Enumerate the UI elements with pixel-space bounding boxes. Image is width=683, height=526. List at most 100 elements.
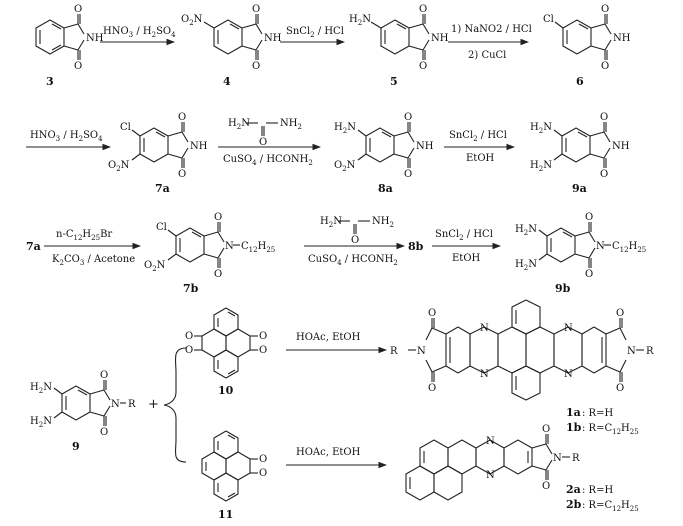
reagent-10: HOAc, EtOH xyxy=(296,332,361,343)
svg-text:O2N: O2N xyxy=(108,160,130,173)
svg-text:H2N: H2N xyxy=(515,224,537,237)
structure-6: O O NH Cl xyxy=(543,4,631,72)
svg-text:O: O xyxy=(601,4,609,15)
svg-text:N: N xyxy=(480,369,489,380)
reagent-3b: 2) CuCl xyxy=(468,50,506,61)
product-2a-label: 2a xyxy=(566,483,581,496)
svg-text:O: O xyxy=(428,308,436,319)
svg-text:R: R xyxy=(128,399,136,410)
reagent-5b: CuSO4 / HCONH2 xyxy=(223,154,313,167)
label-4: 4 xyxy=(223,75,231,88)
label-11: 11 xyxy=(218,508,233,521)
svg-text:O: O xyxy=(259,345,267,356)
svg-text:O: O xyxy=(419,4,427,15)
svg-text:NH2: NH2 xyxy=(372,216,394,229)
svg-text:O: O xyxy=(428,383,436,394)
svg-text:O: O xyxy=(252,4,260,15)
svg-text:H2N: H2N xyxy=(30,416,52,429)
svg-text:C12H25: C12H25 xyxy=(612,241,646,254)
reagent-6a: SnCl2 / HCl xyxy=(449,130,507,143)
structure-1: O O N R N N N N O O N xyxy=(390,299,654,401)
product-2b-label: 2b xyxy=(566,498,582,511)
svg-text:O2N: O2N xyxy=(181,14,203,27)
svg-text:NH: NH xyxy=(612,141,630,152)
svg-text:O: O xyxy=(214,212,222,223)
svg-text:O2N: O2N xyxy=(334,160,356,173)
structure-9b: O O N C12H25 H2N H2N xyxy=(515,212,646,280)
svg-text:R: R xyxy=(572,453,580,464)
svg-text:O: O xyxy=(404,169,412,180)
svg-text:O: O xyxy=(74,4,82,15)
svg-text:H2N: H2N xyxy=(228,118,250,131)
svg-text:H2N: H2N xyxy=(349,14,371,27)
svg-text:N: N xyxy=(111,399,120,410)
svg-text:N: N xyxy=(486,470,495,481)
svg-text:O: O xyxy=(214,269,222,280)
structure-7b: O O N C12H25 Cl O2N xyxy=(144,212,275,280)
svg-text:R: R xyxy=(646,346,654,357)
reagent-9b: EtOH xyxy=(452,253,481,264)
reagent-7b: K2CO3 / Acetone xyxy=(52,254,135,267)
label-8a: 8a xyxy=(378,182,393,195)
label-7a: 7a xyxy=(155,182,170,195)
svg-text:O: O xyxy=(601,61,609,72)
label-9b: 9b xyxy=(555,282,571,295)
label-10: 10 xyxy=(218,384,234,397)
svg-text:N: N xyxy=(564,323,573,334)
svg-text:N: N xyxy=(596,241,605,252)
svg-text:Cl: Cl xyxy=(543,14,554,25)
svg-text:O: O xyxy=(252,61,260,72)
structure-10: O O O O xyxy=(185,307,267,379)
label-3: 3 xyxy=(46,75,54,88)
reagent-7a: n-C12H25Br xyxy=(56,229,112,242)
reagent-4: HNO3 / H2SO4 xyxy=(30,130,103,143)
svg-text:O: O xyxy=(259,331,267,342)
product-1b-label: 1b xyxy=(566,421,582,434)
label-9a: 9a xyxy=(572,182,587,195)
svg-text:O: O xyxy=(178,112,186,123)
reagent-2: SnCl2 / HCl xyxy=(286,26,344,39)
intermediate-8b: 8b xyxy=(408,240,424,253)
svg-text:O: O xyxy=(351,235,359,246)
svg-text:O: O xyxy=(585,269,593,280)
svg-text:O: O xyxy=(542,481,550,492)
svg-text:O: O xyxy=(178,169,186,180)
label-5: 5 xyxy=(390,75,398,88)
svg-text:N: N xyxy=(417,346,426,357)
svg-text:H2N: H2N xyxy=(515,259,537,272)
svg-text:H2N: H2N xyxy=(530,160,552,173)
structure-4: O O NH O2N xyxy=(181,4,282,72)
svg-text:O: O xyxy=(419,61,427,72)
svg-text:Cl: Cl xyxy=(120,122,131,133)
product-1b-def: : R=C12H25 xyxy=(582,423,639,436)
svg-text:H2N: H2N xyxy=(30,382,52,395)
svg-text:O: O xyxy=(600,112,608,123)
svg-text:H2N: H2N xyxy=(530,122,552,135)
svg-text:C12H25: C12H25 xyxy=(241,241,275,254)
svg-text:NH: NH xyxy=(431,33,449,44)
structure-11: O O xyxy=(201,430,267,502)
structure-3: O O NH xyxy=(35,4,104,72)
svg-text:NH: NH xyxy=(264,33,282,44)
brace xyxy=(163,347,187,463)
start-7a: 7a xyxy=(26,240,41,253)
svg-text:N: N xyxy=(564,369,573,380)
structure-9a: O O NH H2N H2N xyxy=(530,112,630,180)
structure-7a: O O NH Cl O2N xyxy=(108,112,208,180)
product-2b-def: : R=C12H25 xyxy=(582,500,639,513)
reagent-6b: EtOH xyxy=(466,153,495,164)
svg-text:O: O xyxy=(404,112,412,123)
svg-text:O2N: O2N xyxy=(144,260,166,273)
reagent-11: HOAc, EtOH xyxy=(296,447,361,458)
svg-text:NH: NH xyxy=(190,141,208,152)
label-9: 9 xyxy=(72,440,80,453)
reagent-1: HNO3 / H2SO4 xyxy=(103,26,176,39)
svg-text:O: O xyxy=(100,370,108,381)
svg-text:O: O xyxy=(259,137,267,148)
svg-text:H2N: H2N xyxy=(320,216,342,229)
svg-text:N: N xyxy=(553,453,562,464)
svg-text:NH: NH xyxy=(86,33,104,44)
svg-text:O: O xyxy=(259,454,267,465)
svg-text:N: N xyxy=(627,346,636,357)
